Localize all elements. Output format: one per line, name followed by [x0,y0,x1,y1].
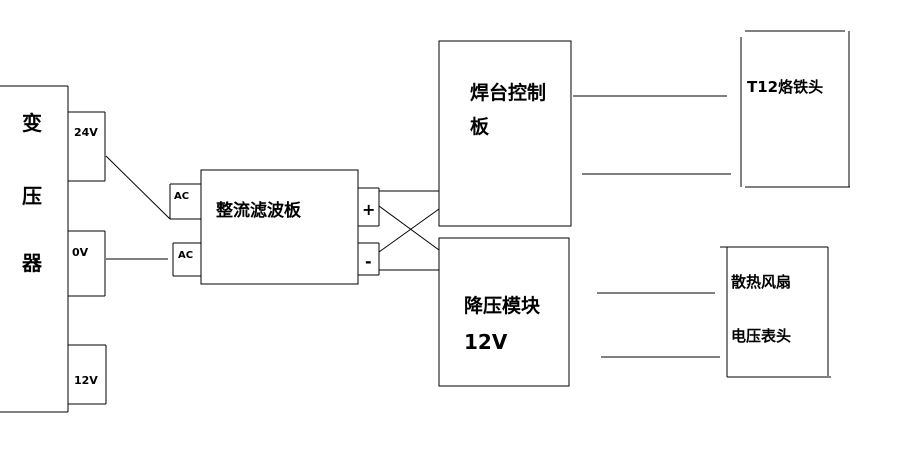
transformer-char-1: 变 [22,111,42,135]
transformer-char-3: 器 [22,251,42,275]
tap-24v-box [68,111,106,182]
dc-plus-terminal-box [358,187,380,227]
fan-label: 散热风扇 [731,273,792,291]
iron-tip-box [740,30,850,188]
ac-input-label-1: AC [174,191,190,202]
wire-cross-plus-to-buck [378,205,440,251]
wire-cross-minus-to-controller [378,208,440,253]
ac-input-label-2: AC [178,250,194,261]
controller-label-line1: 焊台控制 [470,82,547,104]
tap-24v-label: 24V [74,126,98,139]
controller-box [438,40,572,227]
buck-module-box [438,237,570,387]
rectifier-label: 整流滤波板 [216,201,301,221]
dc-plus-label: + [362,200,376,219]
dc-minus-label: - [365,252,372,271]
transformer-char-2: 压 [22,184,42,208]
meter-label: 电压表头 [731,327,792,345]
buck-label-line2: 12V [464,330,508,354]
tap-0v-box [68,230,106,297]
tap-12v-box [68,344,107,405]
ac-input-box-2 [172,242,201,277]
wire-24v-to-ac [105,155,171,220]
tap-0v-label: 0V [72,246,89,259]
iron-tip-label: T12烙铁头 [747,78,824,96]
controller-label-line2: 板 [470,116,490,138]
loads-box [720,246,831,378]
transformer-box [0,85,69,413]
buck-label-line1: 降压模块 [464,295,541,317]
ac-input-box-1 [169,183,201,220]
rectifier-box [200,169,359,285]
tap-12v-label: 12V [74,374,98,387]
